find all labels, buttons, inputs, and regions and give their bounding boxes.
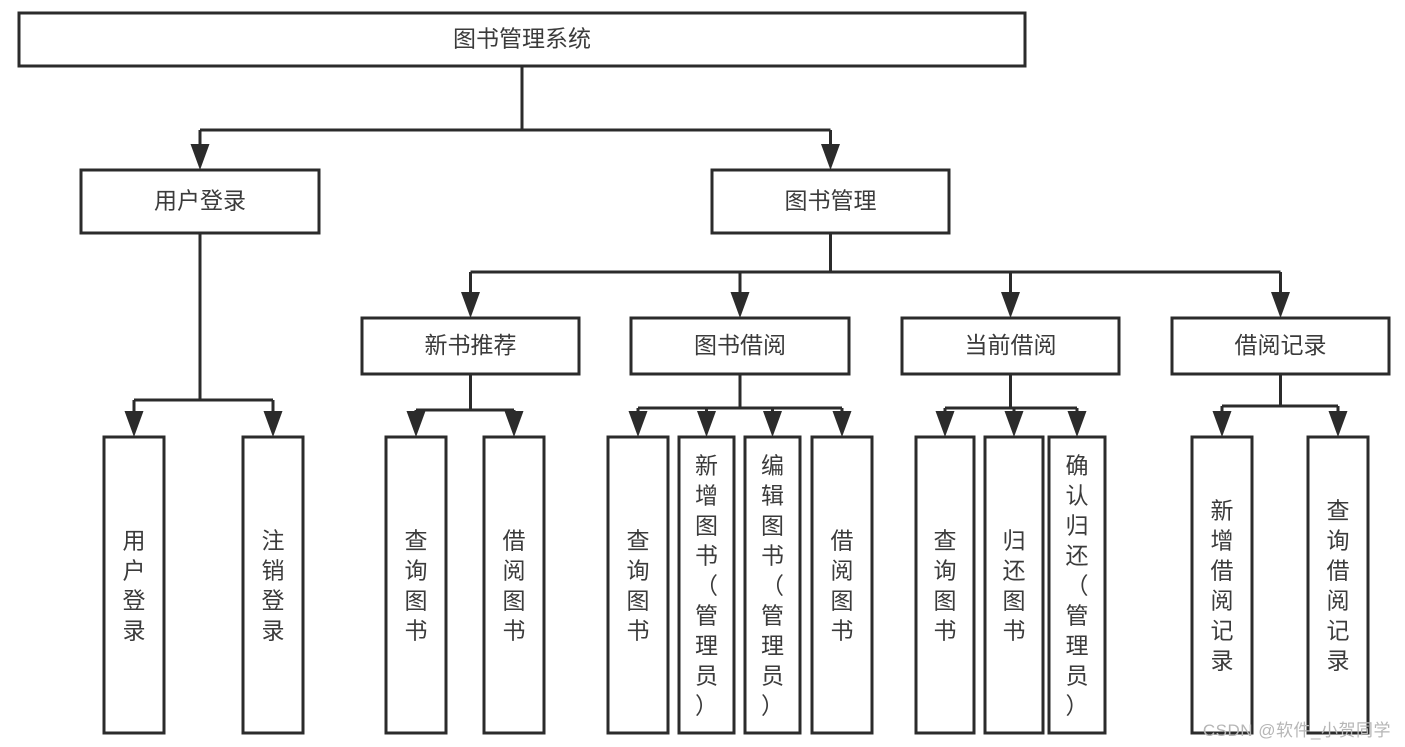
arrow-head-icon (263, 411, 283, 437)
node-label-leaf-query-record: 查询借阅记录 (1327, 497, 1350, 673)
arrow-head-icon (461, 292, 480, 318)
arrow-head-icon (1004, 411, 1024, 437)
node-label-borrow-records: 借阅记录 (1235, 332, 1327, 358)
node-box-leaf-add-book (677, 435, 736, 735)
node-leaf-add-record[interactable]: 新增借阅记录 (1190, 435, 1254, 735)
node-leaf-user-login[interactable]: 用户登录 (102, 435, 166, 735)
node-leaf-confirm-return[interactable]: 确认归还（管理员） (1047, 435, 1107, 735)
node-box-root (17, 11, 1027, 68)
node-leaf-return-book[interactable]: 归还图书 (983, 435, 1045, 735)
node-label-leaf-user-login: 用户登录 (123, 527, 146, 643)
node-box-leaf-return-book (983, 435, 1045, 735)
node-label-leaf-edit-book: 编辑图书（管理员） (761, 452, 784, 718)
arrow-head-icon (1328, 411, 1348, 437)
node-user-login[interactable]: 用户登录 (79, 168, 321, 235)
node-box-leaf-edit-book (743, 435, 802, 735)
arrow-head-icon (821, 144, 840, 170)
node-box-book-borrow (629, 316, 851, 376)
node-box-current-borrow (900, 316, 1121, 376)
node-box-leaf-add-record (1190, 435, 1254, 735)
connector-group-user-login (124, 233, 283, 437)
connector-group-root (190, 66, 840, 170)
node-box-user-login (79, 168, 321, 235)
node-leaf-add-book[interactable]: 新增图书（管理员） (677, 435, 736, 735)
node-box-leaf-borrow-book (810, 435, 874, 735)
node-box-book-management (710, 168, 951, 235)
node-label-leaf-query-book-rec: 查询图书 (405, 527, 428, 643)
node-label-leaf-borrow-book-rec: 借阅图书 (503, 527, 526, 643)
node-leaf-query-book-borrow[interactable]: 查询图书 (606, 435, 670, 735)
node-box-leaf-query-record (1306, 435, 1370, 735)
node-book-borrow[interactable]: 图书借阅 (629, 316, 851, 376)
arrow-head-icon (124, 411, 144, 437)
node-current-borrow[interactable]: 当前借阅 (900, 316, 1121, 376)
node-box-new-book-recommend (360, 316, 581, 376)
arrow-head-icon (628, 411, 648, 437)
node-box-leaf-query-book-rec (384, 435, 448, 735)
node-label-leaf-borrow-book: 借阅图书 (831, 527, 854, 643)
connector-group-book-management (461, 233, 1290, 318)
arrow-head-icon (935, 411, 955, 437)
node-label-root: 图书管理系统 (453, 26, 591, 52)
arrow-head-icon (1001, 292, 1020, 318)
node-label-leaf-query-book-borrow: 查询图书 (627, 527, 650, 643)
arrow-head-icon (406, 411, 426, 437)
arrow-head-icon (1067, 411, 1087, 437)
node-label-book-borrow: 图书借阅 (694, 332, 786, 358)
node-label-leaf-return-book: 归还图书 (1003, 527, 1026, 643)
node-box-leaf-query-book-borrow (606, 435, 670, 735)
node-label-leaf-query-book-current: 查询图书 (934, 527, 957, 643)
node-leaf-borrow-book[interactable]: 借阅图书 (810, 435, 874, 735)
node-leaf-query-record[interactable]: 查询借阅记录 (1306, 435, 1370, 735)
node-box-leaf-query-book-current (914, 435, 976, 735)
node-box-leaf-user-logout (241, 435, 305, 735)
connector-group-current-borrow (935, 374, 1087, 437)
node-box-leaf-user-login (102, 435, 166, 735)
node-leaf-query-book-rec[interactable]: 查询图书 (384, 435, 448, 735)
node-leaf-borrow-book-rec[interactable]: 借阅图书 (482, 435, 546, 735)
node-label-leaf-user-logout: 注销登录 (262, 527, 285, 643)
node-label-new-book-recommend: 新书推荐 (425, 332, 517, 358)
node-book-management[interactable]: 图书管理 (710, 168, 951, 235)
node-leaf-query-book-current[interactable]: 查询图书 (914, 435, 976, 735)
node-leaf-user-logout[interactable]: 注销登录 (241, 435, 305, 735)
node-box-borrow-records (1170, 316, 1391, 376)
arrow-head-icon (697, 411, 716, 437)
arrow-head-icon (763, 411, 782, 437)
connector-layer (124, 66, 1348, 437)
node-root[interactable]: 图书管理系统 (17, 11, 1027, 68)
arrow-head-icon (1212, 411, 1232, 437)
arrow-head-icon (730, 292, 750, 318)
connector-group-book-borrow (628, 374, 852, 437)
node-box-leaf-borrow-book-rec (482, 435, 546, 735)
node-borrow-records[interactable]: 借阅记录 (1170, 316, 1391, 376)
arrow-head-icon (1271, 292, 1290, 318)
arrow-head-icon (832, 411, 852, 437)
arrow-head-icon (190, 144, 210, 170)
node-leaf-edit-book[interactable]: 编辑图书（管理员） (743, 435, 802, 735)
node-label-book-management: 图书管理 (785, 188, 877, 214)
node-label-user-login: 用户登录 (154, 188, 246, 214)
node-label-leaf-add-book: 新增图书（管理员） (695, 452, 718, 718)
node-label-leaf-add-record: 新增借阅记录 (1211, 497, 1234, 673)
connector-group-borrow-records (1212, 374, 1348, 437)
node-new-book-recommend[interactable]: 新书推荐 (360, 316, 581, 376)
node-box-leaf-confirm-return (1047, 435, 1107, 735)
arrow-head-icon (504, 411, 524, 437)
node-label-current-borrow: 当前借阅 (965, 332, 1057, 358)
connector-group-new-book-recommend (406, 374, 524, 437)
csdn-watermark: CSDN @软件_小贺同学 (1202, 721, 1391, 740)
node-layer: 图书管理系统用户登录图书管理新书推荐图书借阅当前借阅借阅记录用户登录注销登录查询… (17, 11, 1391, 735)
node-label-leaf-confirm-return: 确认归还（管理员） (1066, 452, 1089, 718)
